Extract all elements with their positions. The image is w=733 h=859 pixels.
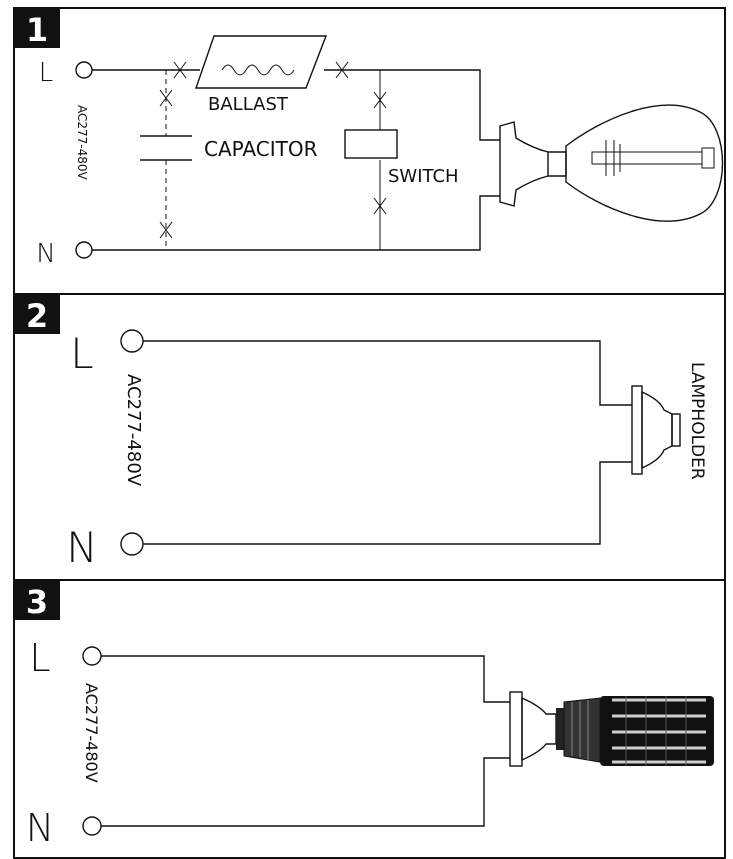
led-lamp-collar: [556, 708, 564, 750]
panel-3-border: [13, 579, 726, 859]
panel-1-number: 1: [26, 11, 48, 49]
lamp-arc-tube: [591, 151, 703, 165]
panel-3-label-n: N: [26, 806, 54, 850]
cut-mark: [159, 221, 173, 239]
panel-2-badge: [14, 294, 60, 334]
lamp-neck: [548, 151, 567, 177]
panel-2-wire-n: [143, 461, 632, 545]
panel-3-led-corn-lamp: [509, 691, 714, 767]
panel-2-lampholder: [631, 385, 681, 475]
lampholder-body: [641, 390, 673, 470]
panel-3-terminal-l: [82, 646, 102, 666]
lampholder-flange: [631, 385, 643, 475]
cut-mark: [173, 61, 187, 79]
panel-3-voltage-label: AC277-480V: [82, 683, 101, 783]
panel-3-wire-l: [101, 655, 510, 703]
panel-3-badge: [14, 580, 60, 620]
panel-1-ballast-coil: [221, 64, 295, 76]
led-lamp-driver-housing: [563, 697, 601, 763]
led-lamp-fins: [625, 696, 687, 766]
led-lamp-led-strips: [612, 698, 706, 764]
panel-3-label-l: L: [29, 636, 50, 680]
lampholder-socket: [671, 413, 681, 447]
panel-3-number: 3: [26, 583, 48, 621]
cut-mark: [335, 61, 349, 79]
led-lamp-base-body: [521, 696, 557, 762]
led-lamp-base-flange: [509, 691, 523, 767]
panel-1-cut-marks: [159, 61, 387, 239]
lamp-tip: [701, 147, 715, 169]
cut-mark: [159, 89, 173, 107]
panel-1-ballast-box: [195, 35, 328, 89]
panel-2-terminal-l: [120, 329, 144, 353]
panel-3-terminal-n: [82, 816, 102, 836]
panel-1-capacitor-symbol: [140, 135, 192, 161]
panel-3-wire-n: [101, 757, 510, 827]
panel-1-wire-ballast-to-lamp: [324, 69, 500, 141]
panel-1-voltage-label: AC277-480V: [75, 105, 89, 181]
panel-3: 3 L N AC277-480V: [13, 579, 726, 859]
panel-1-terminal-n: [75, 241, 93, 259]
panel-2-lampholder-label: LAMPHOLDER: [687, 362, 707, 480]
panel-1: 1 L N AC277-480V CAPACITOR BALLAST SWITC…: [13, 7, 726, 295]
panel-1-badge: [14, 8, 60, 48]
cut-mark: [373, 91, 387, 109]
panel-1-hid-lamp: [499, 104, 724, 222]
panel-2-voltage-label: AC277-480V: [123, 374, 144, 487]
panel-2-number: 2: [26, 297, 48, 335]
panel-2-label-l: L: [70, 329, 93, 378]
panel-1-label-n: N: [36, 239, 55, 269]
panel-1-label-l: L: [39, 58, 54, 88]
panel-2-label-n: N: [66, 523, 97, 572]
panel-1-terminal-l: [75, 61, 93, 79]
panel-2-terminal-n: [120, 532, 144, 556]
panel-2: 2 L N AC277-480V LAMPHOLDER: [13, 293, 726, 581]
panel-1-capacitor-label: CAPACITOR: [204, 137, 318, 161]
panel-2-border: [13, 293, 726, 581]
led-lamp-housing-ribs: [571, 700, 589, 760]
panel-1-wire-n-to-lamp: [92, 195, 500, 251]
panel-1-border: [13, 7, 726, 295]
cut-mark: [373, 197, 387, 215]
panel-1-ballast-label: BALLAST: [208, 94, 289, 115]
panel-2-wire-l: [143, 340, 632, 406]
panel-1-switch-box: [344, 129, 398, 159]
lamp-supports: [605, 140, 621, 176]
lamp-base: [499, 121, 549, 207]
lamp-bulb: [565, 104, 724, 222]
panel-1-switch-label: SWITCH: [388, 166, 459, 187]
